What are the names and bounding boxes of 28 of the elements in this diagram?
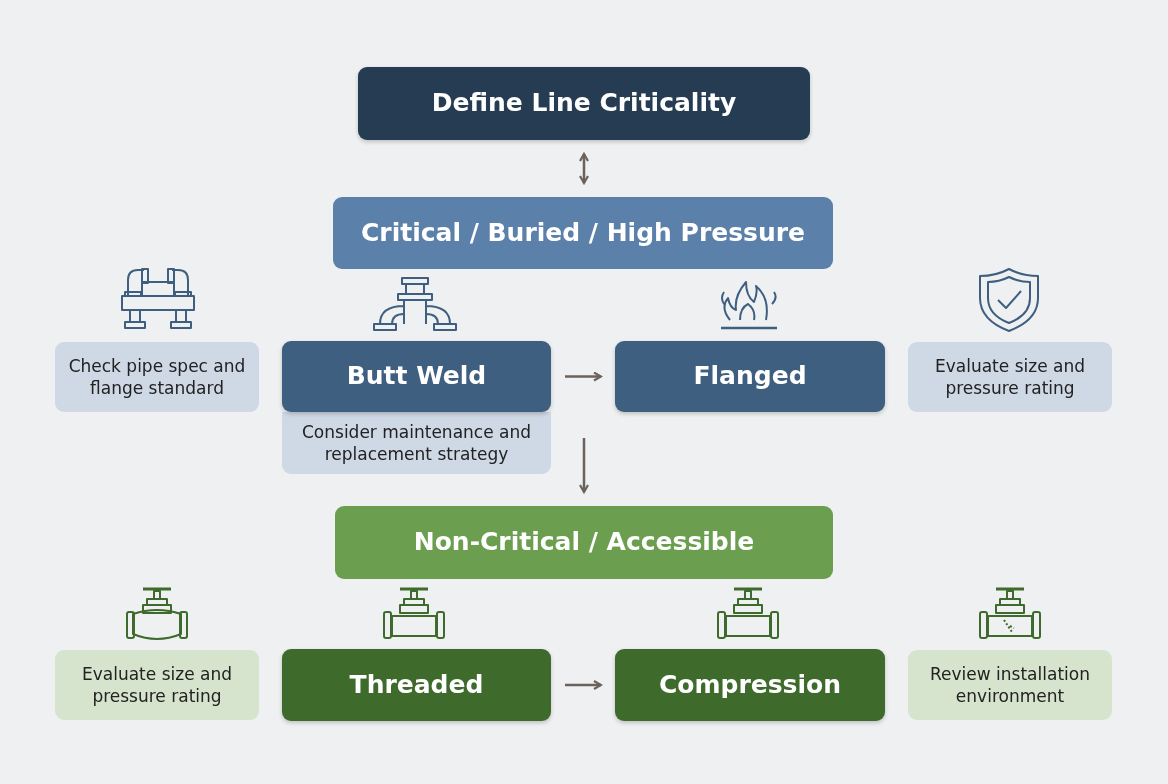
box-label: Consider maintenance and replacement strategy [301,420,532,466]
note-box [55,342,259,412]
box-label: Critical / Buried / High Pressure [360,216,805,249]
note-box [908,650,1112,720]
box-label: Evaluate size and pressure rating [81,662,233,708]
box-label: Review installation environment [929,662,1091,708]
box-label: Butt Weld [346,360,487,393]
category-box [335,506,833,579]
box-label: Flanged [693,360,807,393]
process-box [358,67,810,140]
method-box [615,341,885,412]
box-label: Threaded [349,668,484,701]
note-box [908,342,1112,412]
box-label: Check pipe spec and flange standard [67,354,247,400]
box-label: Evaluate size and pressure rating [934,354,1086,400]
method-box [282,341,551,412]
method-box [282,649,551,721]
arrow [565,371,603,382]
box-label: Define Line Criticality [431,87,737,120]
box-label: Non-Critical / Accessible [413,526,755,559]
arrow [578,152,590,185]
note-box [282,412,551,474]
note-box [55,650,259,720]
box-label: Compression [658,668,842,701]
arrow [565,679,603,691]
category-box [333,197,833,269]
arrow [578,438,590,494]
method-box [615,649,885,721]
